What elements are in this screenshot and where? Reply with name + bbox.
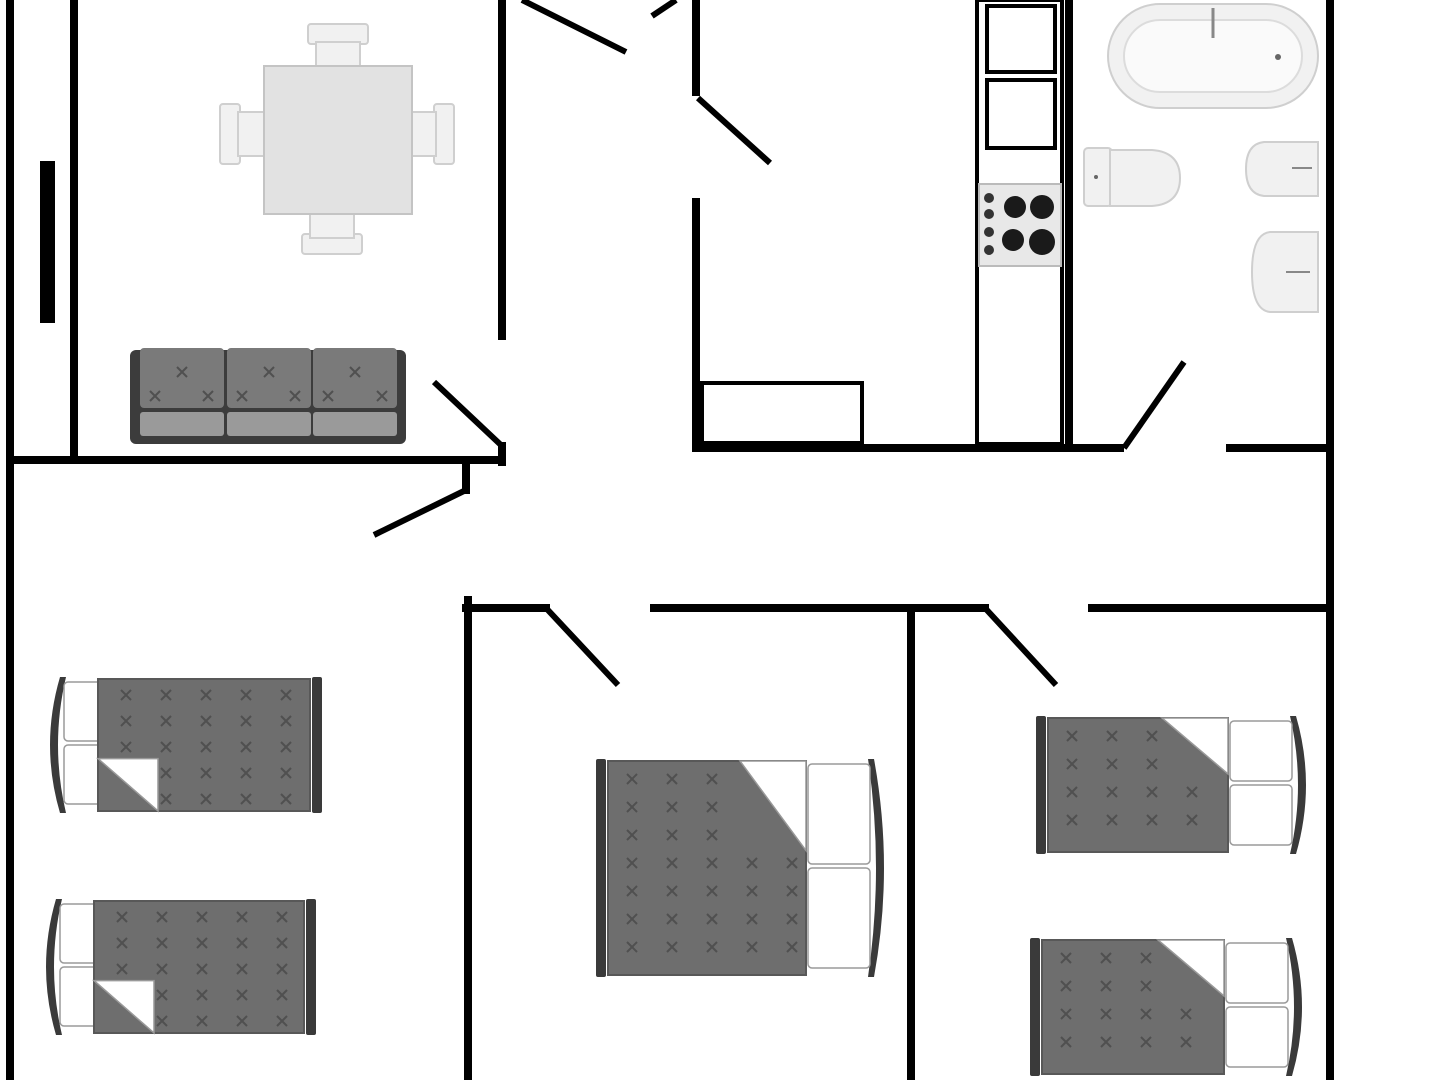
- bathtub-drain: [1275, 54, 1281, 60]
- bed-pillow: [807, 867, 871, 969]
- sofa: [130, 348, 406, 444]
- sink-basin: [1250, 231, 1319, 313]
- stove-knob: [984, 193, 994, 203]
- dining-chair-right-back: [409, 111, 437, 157]
- bed-footboard: [596, 759, 606, 977]
- dining-chair-left-back: [237, 111, 265, 157]
- toilet-bowl: [1109, 149, 1182, 207]
- bedroom-middle-door: [543, 605, 621, 688]
- kitchen-cabinet-upper: [985, 4, 1057, 74]
- sofa-cushion-2: [227, 348, 311, 408]
- bathtub: [1107, 3, 1319, 109]
- sofa-seat-2: [227, 412, 311, 436]
- dining-chair-top-back: [315, 41, 361, 69]
- dining-table: [263, 65, 413, 215]
- bed-sheet-fold: [1155, 939, 1225, 998]
- bed-double-middle: [596, 759, 884, 977]
- bed-pillow: [1229, 784, 1293, 846]
- sofa-seat-1: [140, 412, 224, 436]
- bedroom-right-door: [982, 605, 1059, 688]
- bidet: [1244, 141, 1319, 197]
- dining-set: [219, 23, 455, 255]
- entrance-door-leaf-small: [650, 0, 678, 19]
- toilet: [1083, 147, 1182, 207]
- stove-burner: [1004, 196, 1026, 218]
- entrance-door-leaf: [520, 0, 628, 55]
- bed-pillow: [1229, 720, 1293, 782]
- sink: [1250, 231, 1319, 313]
- wall-cabinet: [40, 161, 55, 323]
- bed-headboard: [46, 899, 62, 1035]
- bed-right-top: [1036, 716, 1306, 854]
- stove-burner: [1030, 195, 1054, 219]
- storage-box: [700, 381, 864, 445]
- bedroom-left-door: [372, 487, 468, 538]
- stove-knob: [984, 245, 994, 255]
- bed-pillow: [807, 763, 871, 865]
- living-room: [40, 23, 455, 444]
- bed-left-top: [50, 677, 322, 813]
- bed-headboard: [1286, 938, 1302, 1076]
- bed-pillow: [1225, 942, 1289, 1004]
- bed-sheet-fold: [92, 979, 155, 1035]
- walls: [6, 0, 1334, 1080]
- dining-chair-bottom-back: [309, 211, 355, 239]
- kitchen-cabinet-lower: [985, 78, 1057, 150]
- stove-burner: [1002, 229, 1024, 251]
- bed-footboard: [1030, 938, 1040, 1076]
- doors: [372, 0, 1187, 688]
- bed-sheet-fold: [1159, 717, 1229, 776]
- stove: [978, 183, 1062, 267]
- stove-burner: [1029, 229, 1055, 255]
- bathroom-door: [1121, 360, 1187, 450]
- sofa-seat-3: [313, 412, 397, 436]
- living-door: [431, 379, 505, 449]
- bed-left-bottom: [46, 899, 316, 1035]
- kitchen-door: [695, 95, 773, 166]
- bed-footboard: [306, 899, 316, 1035]
- bathroom: [1083, 3, 1319, 313]
- bed-headboard: [1290, 716, 1306, 854]
- bed-sheet-fold: [96, 757, 159, 813]
- bed-footboard: [1036, 716, 1046, 854]
- bed-sheet-fold: [738, 760, 807, 853]
- sofa-cushion-1: [140, 348, 224, 408]
- stove-knob: [984, 209, 994, 219]
- sofa-cushion-3: [313, 348, 397, 408]
- bed-footboard: [312, 677, 322, 813]
- bed-pillow: [1225, 1006, 1289, 1068]
- bed-headboard: [50, 677, 66, 813]
- stove-knob: [984, 227, 994, 237]
- bed-right-bottom: [1030, 938, 1302, 1076]
- toilet-flush: [1094, 175, 1098, 179]
- bed-headboard: [868, 759, 884, 977]
- bidet-bowl: [1244, 141, 1319, 197]
- kitchen: [700, 0, 1064, 446]
- beds: [46, 677, 1306, 1076]
